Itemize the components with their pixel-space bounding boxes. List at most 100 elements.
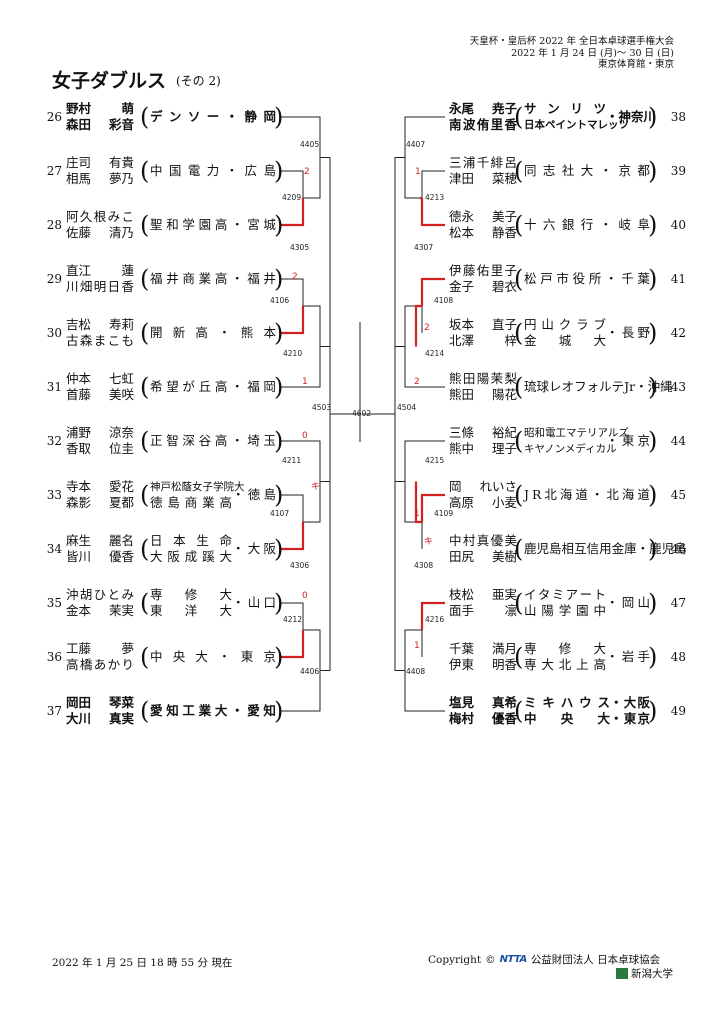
- match-code: 4305: [290, 243, 309, 252]
- player-name: 三條裕紀: [449, 425, 517, 440]
- affiliation-text: 鹿児島相互信用金庫・鹿児島: [524, 541, 687, 556]
- winner-line: [420, 198, 445, 227]
- affiliation-prefecture: ・神奈川: [606, 109, 657, 124]
- affiliation-open-paren: (: [514, 535, 524, 563]
- match-code: 4209: [282, 193, 301, 202]
- affiliation: デンソー・静岡: [150, 100, 276, 134]
- affiliation-open-paren: (: [140, 373, 150, 401]
- match-code: 4107: [270, 509, 289, 518]
- affiliation-open-paren: (: [514, 265, 524, 293]
- player-name: 佐藤清乃: [66, 225, 134, 240]
- affiliation: 神戸松蔭女子学院大徳島商業高・徳島: [150, 478, 276, 512]
- player-name: 金子碧衣: [449, 279, 517, 294]
- affiliation-close-paren: ): [648, 481, 658, 509]
- affiliation-close-paren: ): [648, 103, 658, 131]
- seed-number: 49: [670, 704, 686, 718]
- player-name: 岡れいさ: [449, 479, 517, 494]
- seed-number: 38: [670, 110, 686, 124]
- player-name: 首藤美咲: [66, 387, 134, 402]
- player-name: 熊中理子: [449, 441, 517, 456]
- affiliation: 昭和電工マテリアルズキヤノンメディカル・東京: [524, 424, 650, 458]
- affiliation-open-paren: (: [514, 481, 524, 509]
- affiliation-close-paren: ): [648, 319, 658, 347]
- affiliation-close-paren: ): [648, 373, 658, 401]
- affiliation: ミキハウス中央大・大阪・東京: [524, 694, 650, 728]
- copyright-icon: ©: [485, 953, 496, 966]
- player-name: 中村真優美: [449, 533, 517, 548]
- affiliation-prefecture: ・大阪: [610, 695, 650, 710]
- player-name: 梅村優香: [449, 711, 517, 726]
- match-code: 4109: [434, 509, 453, 518]
- affiliation-close-paren: ): [274, 373, 284, 401]
- affiliation-text: 日本ペイントマレッツ: [524, 119, 629, 131]
- affiliation-text: 徳島商業高: [150, 495, 232, 510]
- affiliation-text: 同志社大・京都: [524, 163, 650, 178]
- affiliation-open-paren: (: [140, 157, 150, 185]
- match-code: 4408: [406, 667, 425, 676]
- affiliation: 中央大・東京: [150, 640, 276, 674]
- seed-number: 33: [46, 488, 62, 502]
- affiliation-text: 聖和学園高・宮城: [150, 217, 276, 232]
- match-score: キ: [424, 537, 433, 547]
- match-code: 4216: [425, 615, 444, 624]
- player-name: 川畑明日香: [66, 279, 134, 294]
- match-code: 4212: [283, 615, 302, 624]
- affiliation-close-paren: ): [274, 697, 284, 725]
- match-code: 4504: [397, 403, 416, 412]
- seed-number: 30: [46, 326, 62, 340]
- affiliation-text: 開新高・熊本: [150, 325, 276, 340]
- affiliation: 円山クラブ金城大・長野: [524, 316, 650, 350]
- affiliation-close-paren: ): [274, 319, 284, 347]
- winner-line: [414, 304, 422, 347]
- affiliation: 鹿児島相互信用金庫・鹿児島: [524, 532, 687, 566]
- match-code: 4503: [312, 403, 331, 412]
- affiliation-open-paren: (: [514, 211, 524, 239]
- affiliation-close-paren: ): [648, 643, 658, 671]
- affiliation-open-paren: (: [140, 319, 150, 347]
- player-name: 田尻美樹: [449, 549, 517, 564]
- seed-number: 48: [670, 650, 686, 664]
- affiliation-open-paren: (: [140, 427, 150, 455]
- affiliation: 同志社大・京都: [524, 154, 650, 188]
- affiliation: 中国電力・広島: [150, 154, 276, 188]
- player-name: 熊田陽花: [449, 387, 517, 402]
- affiliation-close-paren: ): [274, 427, 284, 455]
- seed-number: 46: [670, 542, 686, 556]
- winner-line: [280, 522, 305, 551]
- player-name: 皆川優香: [66, 549, 134, 564]
- copyright-label: Copyright: [428, 953, 482, 966]
- affiliation-text: デンソー・静岡: [150, 109, 276, 124]
- affiliation-open-paren: (: [140, 697, 150, 725]
- affiliation: 松戸市役所・千葉: [524, 262, 650, 296]
- player-name: 三浦千緋呂: [449, 155, 517, 170]
- match-code: 4214: [425, 349, 444, 358]
- affiliation: 正智深谷高・埼玉: [150, 424, 276, 458]
- affiliation: サンリツ日本ペイントマレッツ・神奈川: [524, 100, 657, 134]
- match-score: 2: [292, 272, 298, 282]
- player-name: 伊東明香: [449, 657, 517, 672]
- affiliation-text: 円山クラブ: [524, 317, 606, 332]
- affiliation-open-paren: (: [140, 103, 150, 131]
- university-logo-icon: [616, 968, 628, 979]
- affiliation-open-paren: (: [514, 697, 524, 725]
- update-timestamp: 2022 年 1 月 25 日 18 時 55 分 現在: [52, 957, 233, 969]
- player-name: 高橋あかり: [66, 657, 134, 672]
- seed-number: 32: [46, 434, 62, 448]
- affiliation-text: 十六銀行・岐阜: [524, 217, 650, 232]
- affiliation: 十六銀行・岐阜: [524, 208, 650, 242]
- affiliation-prefecture: ・東京: [610, 711, 650, 726]
- seed-number: 35: [46, 596, 62, 610]
- affiliation: 愛知工業大・愛知: [150, 694, 276, 728]
- affiliation-open-paren: (: [514, 643, 524, 671]
